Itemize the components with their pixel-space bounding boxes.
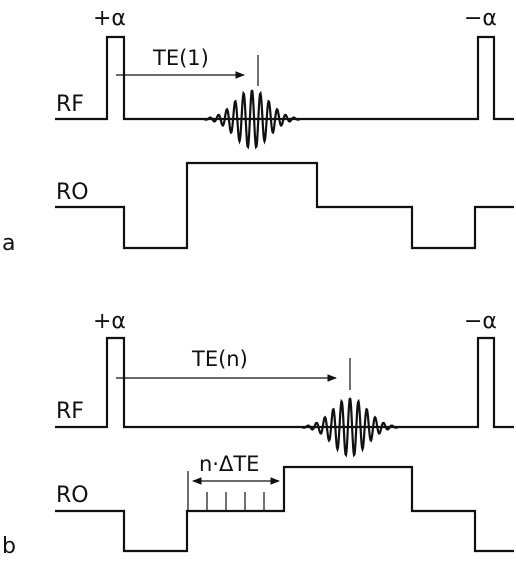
panel-b-ro-label: RO — [56, 483, 89, 508]
panel-b-rf-label: RF — [56, 399, 84, 424]
panel-b-plus-alpha-label: +α — [93, 309, 126, 334]
panel-a-ro-waveform — [55, 161, 514, 250]
panel-b-rf-baseline — [55, 336, 514, 429]
panel-b-letter: b — [2, 534, 16, 559]
panel-b-te-label: TE(n) — [191, 347, 248, 371]
panel-a-plus-alpha-label: +α — [93, 6, 126, 31]
panel-b: +α −α RF TE(n) RO n·ΔTE b — [2, 309, 514, 559]
panel-b-ro-waveform — [55, 465, 514, 553]
panel-a-rf-label: RF — [56, 92, 84, 117]
panel-a-echo-signal — [203, 89, 301, 150]
panel-a-rf-baseline — [55, 35, 514, 121]
panel-a-ro-label: RO — [56, 180, 89, 205]
panel-a-letter: a — [2, 231, 15, 256]
panel-a: +α −α RF TE(1) RO a — [2, 6, 514, 256]
panel-b-echo-signal — [301, 397, 399, 458]
panel-a-te-label: TE(1) — [152, 46, 209, 70]
panel-b-delay-label: n·ΔTE — [199, 452, 259, 476]
panel-b-delay-increment-ticks — [206, 492, 265, 511]
panel-a-minus-alpha-label: −α — [464, 6, 497, 31]
panel-b-minus-alpha-label: −α — [464, 309, 497, 334]
